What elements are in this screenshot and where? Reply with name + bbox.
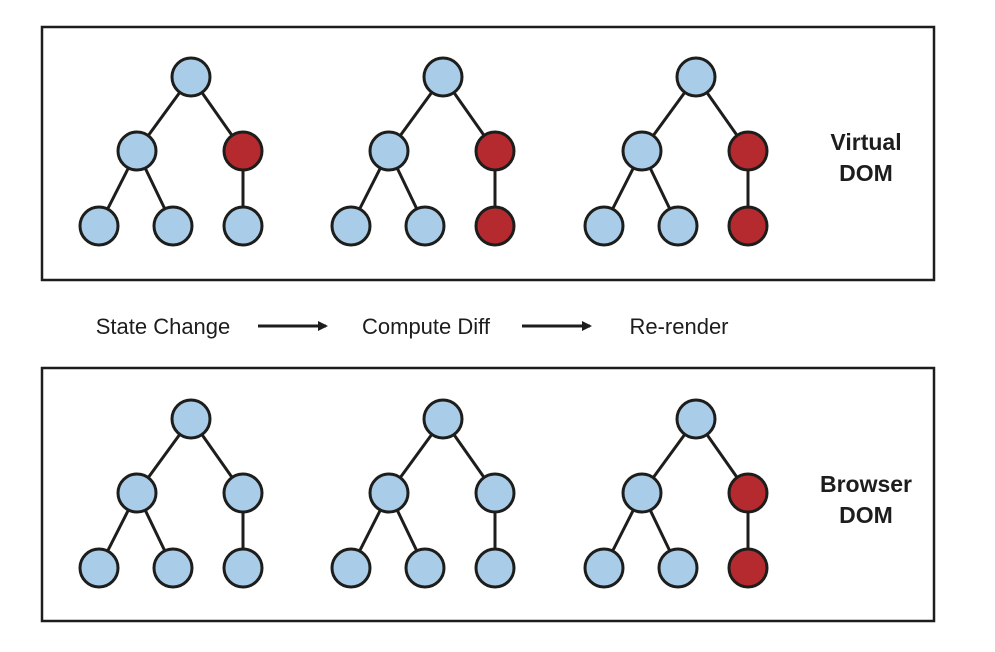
tree-node-left-left	[78, 547, 120, 589]
tree-node-left-left	[330, 205, 372, 247]
flow-row: State Change Compute Diff Re-render	[96, 314, 729, 339]
changed-node-right-leaf	[474, 205, 516, 247]
changed-node-right-child	[727, 130, 769, 172]
tree-node-left-right	[404, 205, 446, 247]
tree-node-root	[170, 398, 212, 440]
browser-dom-panel-tree-3	[583, 398, 769, 589]
tree-node-right-child	[474, 472, 516, 514]
tree-node-left-left	[583, 547, 625, 589]
tree-node-root	[422, 56, 464, 98]
browser-dom-panel-tree-1	[78, 398, 264, 589]
browser-dom-panel: Browser DOM	[40, 366, 936, 623]
tree-node-left-child	[116, 130, 158, 172]
browser-dom-label-line1: Browser	[820, 471, 912, 497]
browser-dom-label-line2: DOM	[839, 502, 893, 528]
changed-node-right-child	[727, 472, 769, 514]
tree-node-root	[422, 398, 464, 440]
tree-node-left-right	[657, 547, 699, 589]
tree-node-right-leaf	[222, 547, 264, 589]
step-compute-diff: Compute Diff	[362, 314, 491, 339]
tree-node-left-child	[621, 130, 663, 172]
tree-node-left-child	[621, 472, 663, 514]
virtual-dom-panel-tree-2	[330, 56, 516, 247]
tree-node-left-left	[78, 205, 120, 247]
tree-node-left-child	[368, 472, 410, 514]
virtual-dom-trees	[78, 56, 769, 247]
tree-node-left-child	[368, 130, 410, 172]
browser-dom-panel-tree-2	[330, 398, 516, 589]
tree-node-left-left	[330, 547, 372, 589]
tree-node-root	[170, 56, 212, 98]
changed-node-right-leaf	[727, 547, 769, 589]
tree-node-right-child	[222, 472, 264, 514]
step-re-render: Re-render	[629, 314, 728, 339]
tree-node-root	[675, 398, 717, 440]
tree-node-left-right	[404, 547, 446, 589]
tree-node-left-right	[152, 205, 194, 247]
tree-node-right-leaf	[474, 547, 516, 589]
tree-node-left-right	[657, 205, 699, 247]
step-state-change: State Change	[96, 314, 231, 339]
changed-node-right-child	[222, 130, 264, 172]
virtual-dom-label-line1: Virtual	[830, 129, 901, 155]
changed-node-right-child	[474, 130, 516, 172]
tree-node-left-right	[152, 547, 194, 589]
virtual-dom-label-line2: DOM	[839, 160, 893, 186]
tree-node-right-leaf	[222, 205, 264, 247]
tree-node-left-left	[583, 205, 625, 247]
changed-node-right-leaf	[727, 205, 769, 247]
virtual-dom-panel: Virtual DOM	[40, 25, 936, 282]
tree-node-left-child	[116, 472, 158, 514]
browser-dom-trees	[78, 398, 769, 589]
virtual-dom-panel-tree-3	[583, 56, 769, 247]
virtual-dom-panel-tree-1	[78, 56, 264, 247]
tree-node-root	[675, 56, 717, 98]
